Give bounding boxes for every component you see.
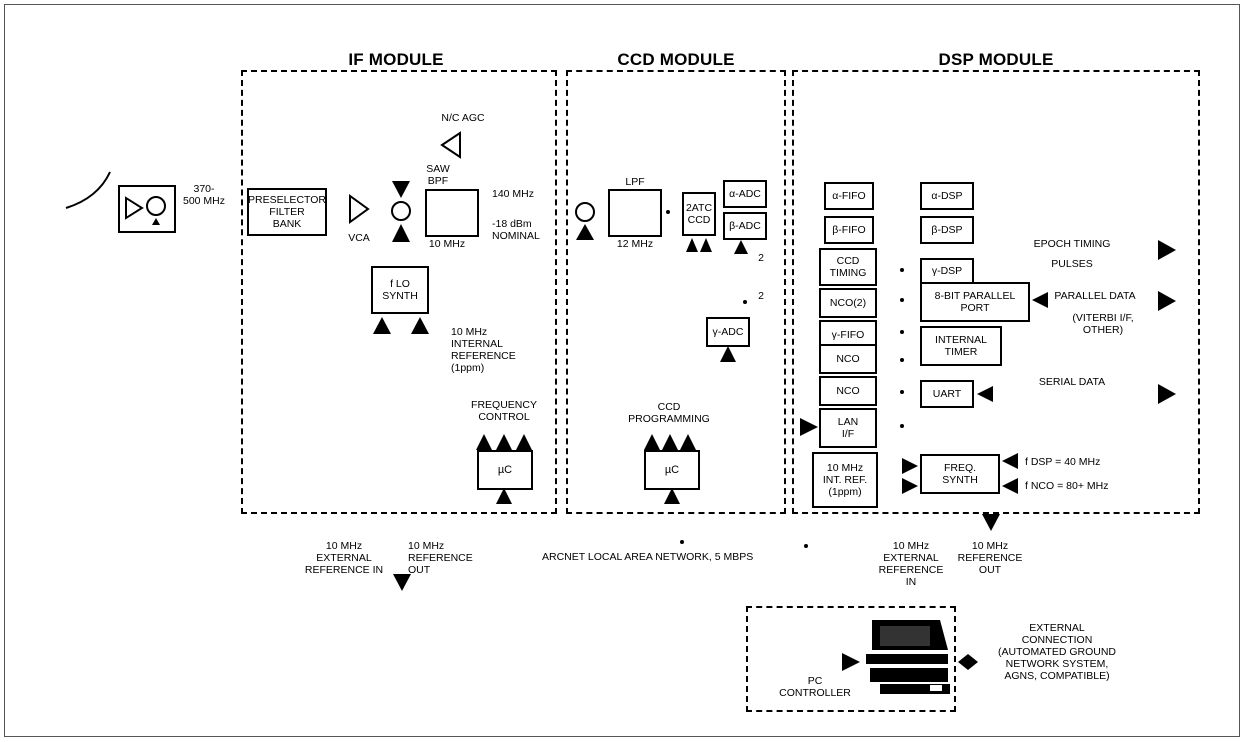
- dsp-dot-5: [900, 390, 904, 394]
- ccd-junction-dot: [666, 210, 670, 214]
- lan-interface-block: LAN I/F: [819, 408, 877, 448]
- uart-block: UART: [920, 380, 974, 408]
- internal-reference-label: 10 MHz INTERNAL REFERENCE (1ppm): [451, 326, 516, 374]
- epoch-timing-label: EPOCH TIMING PULSES: [1033, 238, 1111, 270]
- lpf-bandwidth-label: 12 MHz: [616, 238, 654, 250]
- vca-label: VCA: [348, 232, 370, 244]
- saw-bandwidth-label: 10 MHz: [428, 238, 466, 250]
- beta-fifo-block: β-FIFO: [824, 216, 874, 244]
- arcnet-label: ARCNET LOCAL AREA NETWORK, 5 MBPS: [542, 551, 754, 563]
- saw-bpf-label: SAW BPF: [426, 163, 450, 187]
- arcnet-dot-2: [804, 544, 808, 548]
- external-connection-label: EXTERNAL CONNECTION (AUTOMATED GROUND NE…: [997, 622, 1117, 682]
- gamma-dsp-block: γ-DSP: [920, 258, 974, 284]
- g-adc-dot: [743, 300, 747, 304]
- superscript-2-b: 2: [758, 290, 764, 302]
- nco2-block: NCO(2): [819, 288, 877, 318]
- parallel-port-block: 8-BIT PARALLEL PORT: [920, 282, 1030, 322]
- ccd-module-title: CCD MODULE: [617, 50, 735, 69]
- nco-block-2: NCO: [819, 376, 877, 406]
- frequency-control-label: FREQUENCY CONTROL: [471, 399, 537, 423]
- dsp-module-box: [792, 70, 1200, 514]
- ccd-programming-label: CCD PROGRAMMING: [628, 401, 710, 425]
- dsp-module-title: DSP MODULE: [938, 50, 1054, 69]
- pc-controller-box: [746, 606, 956, 712]
- gamma-adc-block: γ-ADC: [706, 317, 750, 347]
- fdsp-label: f DSP = 40 MHz: [1025, 456, 1101, 468]
- lpf-label: LPF: [625, 176, 645, 188]
- nco-block-1: NCO: [819, 344, 877, 374]
- lo-synth-block: f LO SYNTH: [371, 266, 429, 314]
- beta-adc-block: β-ADC: [723, 212, 767, 240]
- ccd-timing-block: CCD TIMING: [819, 248, 877, 286]
- pc-controller-label: PC CONTROLLER: [779, 675, 851, 699]
- ccd-block: 2ATC CCD: [682, 192, 716, 236]
- serial-data-label: SERIAL DATA: [1038, 376, 1106, 388]
- if-module-title: IF MODULE: [348, 50, 444, 69]
- diagram-frame: [4, 4, 1240, 737]
- parallel-data-sub-label: (VITERBI I/F, OTHER): [1072, 312, 1134, 336]
- alpha-adc-block: α-ADC: [723, 180, 767, 208]
- ref-out-label: 10 MHz REFERENCE OUT: [408, 540, 473, 576]
- ref-out-label-2: 10 MHz REFERENCE OUT: [957, 540, 1023, 576]
- alpha-dsp-block: α-DSP: [920, 182, 974, 210]
- superscript-2-a: 2: [758, 252, 764, 264]
- if-level-label: -18 dBm NOMINAL: [492, 218, 540, 242]
- input-frequency-label: 370- 500 MHz: [182, 183, 225, 207]
- ccd-module-box: [566, 70, 786, 514]
- freq-synth-block: FREQ. SYNTH: [920, 454, 1000, 494]
- dsp-dot-4: [900, 358, 904, 362]
- int-ref-block: 10 MHz INT. REF. (1ppm): [812, 452, 878, 508]
- alpha-fifo-block: α-FIFO: [824, 182, 874, 210]
- ccd-microcontroller: µC: [644, 450, 700, 490]
- ext-ref-in-label-2: 10 MHz EXTERNAL REFERENCE IN: [878, 540, 944, 588]
- if-microcontroller: µC: [477, 450, 533, 490]
- beta-dsp-block: β-DSP: [920, 216, 974, 244]
- if-module-box: [241, 70, 557, 514]
- arcnet-dot-1: [680, 540, 684, 544]
- dsp-dot-2: [900, 298, 904, 302]
- preselector-filter-bank: PRESELECTOR FILTER BANK: [247, 188, 327, 236]
- dsp-dot-3: [900, 330, 904, 334]
- parallel-data-label: PARALLEL DATA: [1054, 290, 1136, 302]
- agc-label: N/C AGC: [441, 112, 485, 124]
- ext-ref-in-label: 10 MHz EXTERNAL REFERENCE IN: [304, 540, 384, 576]
- dsp-dot-1: [900, 268, 904, 272]
- dsp-dot-6: [900, 424, 904, 428]
- if-frequency-label: 140 MHz: [492, 188, 535, 200]
- internal-timer-block: INTERNAL TIMER: [920, 326, 1002, 366]
- fnco-label: f NCO = 80+ MHz: [1025, 480, 1109, 492]
